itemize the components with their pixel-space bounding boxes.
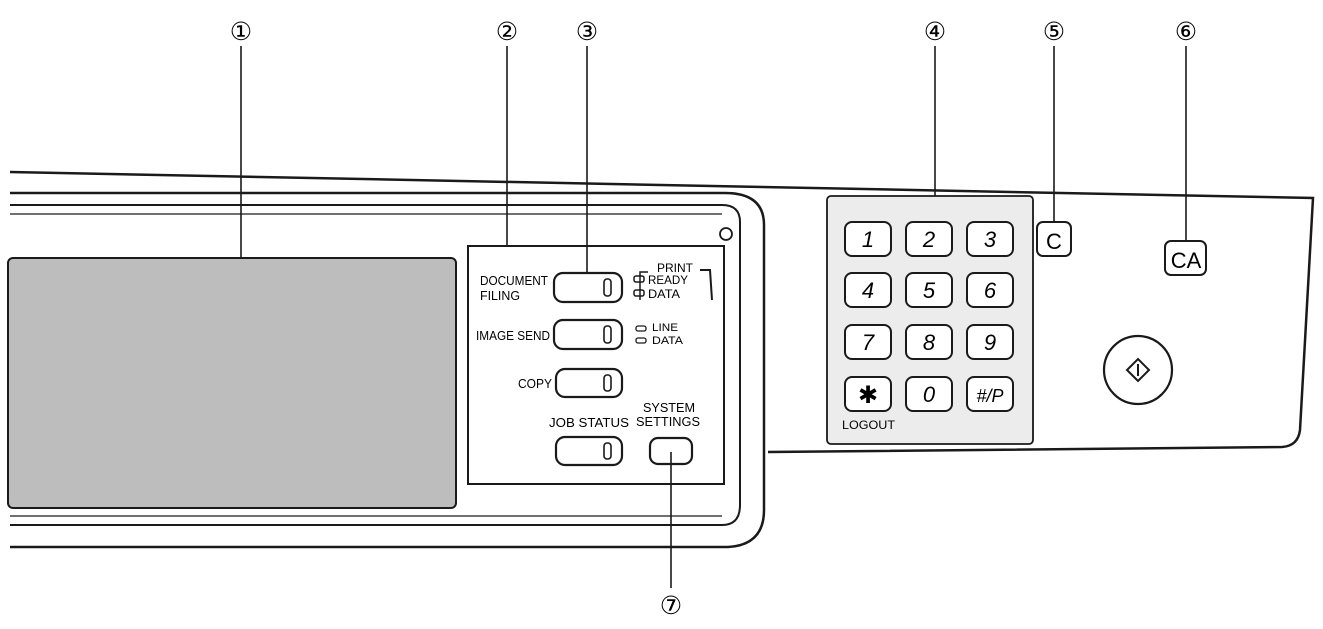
document-filing-led-icon [603,278,612,297]
callout-6: ⑥ [1175,18,1197,46]
key-0-button[interactable]: 0 [905,376,953,412]
key-hash-p-label: #/P [976,386,1003,406]
key-6-label: 6 [984,278,997,303]
key-hash-p-button[interactable]: #/P [966,376,1014,412]
document-filing-label-1: DOCUMENT [480,273,548,288]
image-send-led-icon [603,325,612,344]
system-settings-label-1: SYSTEM [643,400,695,415]
line-led-icon [635,325,647,332]
copy-button[interactable] [554,367,624,399]
key-6-button[interactable]: 6 [966,272,1014,308]
system-settings-label-2: SETTINGS [636,414,700,429]
image-send-label: IMAGE SEND [476,328,550,343]
key-4-label: 4 [862,278,874,303]
key-8-label: 8 [923,330,936,355]
callout-leaders [240,46,1187,588]
line-data-led-icon [635,337,647,344]
key-asterisk-label: ✱ [858,382,878,409]
power-led-icon [719,227,733,241]
callout-4: ④ [924,18,946,46]
numeric-keypad: 1 2 3 4 5 6 7 8 9 ✱ 0 #/P [844,221,1014,412]
document-filing-label-2: FILING [480,288,520,303]
key-0-label: 0 [923,382,936,407]
start-icon [1125,357,1151,383]
ready-label: READY [648,275,688,287]
key-2-button[interactable]: 2 [905,221,953,257]
key-5-label: 5 [923,278,936,303]
callout-7: ⑦ [660,592,682,620]
print-data-label: DATA [648,289,680,301]
key-4-button[interactable]: 4 [844,272,892,308]
print-indicator-group [633,269,713,301]
key-9-button[interactable]: 9 [966,324,1014,360]
key-5-button[interactable]: 5 [905,272,953,308]
key-1-label: 1 [862,227,874,252]
line-label: LINE [652,322,678,334]
callout-5: ⑤ [1043,18,1065,46]
key-9-label: 9 [984,330,996,355]
callout-1: ① [230,18,252,46]
key-asterisk-button[interactable]: ✱ [844,376,892,412]
key-7-label: 7 [862,330,875,355]
key-2-label: 2 [922,227,935,252]
key-7-button[interactable]: 7 [844,324,892,360]
copy-label: COPY [518,376,552,391]
job-status-led-icon [603,442,612,460]
print-label: PRINT [657,263,693,275]
image-send-button[interactable] [552,318,624,351]
key-3-label: 3 [984,227,997,252]
callout-2: ② [496,18,518,46]
panel-housing [9,170,1315,549]
touch-panel-display[interactable] [7,257,457,509]
callout-3: ③ [576,18,598,46]
document-filing-button[interactable] [552,271,624,304]
logout-label: LOGOUT [842,418,896,432]
line-data-label: DATA [652,335,684,347]
clear-all-button[interactable]: CA [1164,240,1207,276]
key-8-button[interactable]: 8 [905,324,953,360]
key-3-button[interactable]: 3 [966,221,1014,257]
start-button[interactable] [1102,334,1174,406]
clear-button-label: C [1046,229,1062,254]
job-status-label: JOB STATUS [549,415,629,430]
clear-button[interactable]: C [1036,221,1072,257]
job-status-button[interactable] [554,435,624,467]
clear-all-button-label: CA [1171,248,1202,273]
key-1-button[interactable]: 1 [844,221,892,257]
copy-led-icon [603,374,612,392]
